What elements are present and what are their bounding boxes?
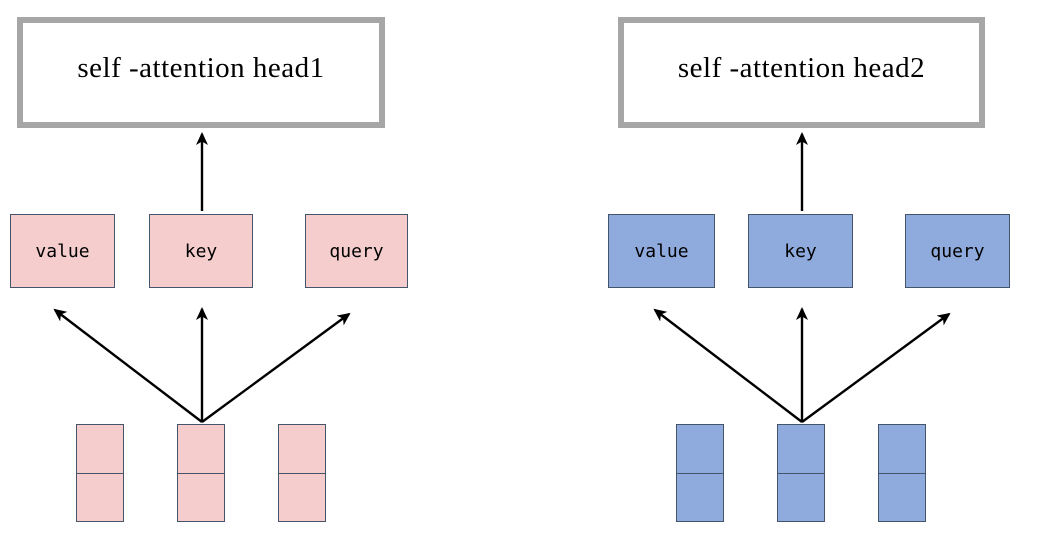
head1-box: self -attention head1 (17, 17, 385, 128)
head2-query-box: query (905, 214, 1010, 288)
head2-token-column-1 (676, 424, 724, 522)
token-cell (77, 425, 123, 473)
token-cell (677, 425, 723, 473)
head1-query-box: query (305, 214, 408, 288)
token-cell (77, 473, 123, 521)
head2-value-box: value (608, 214, 715, 288)
head1-value-label: value (35, 240, 90, 262)
head2-title: self -attention head2 (677, 52, 926, 84)
head1-title: self -attention head1 (77, 52, 325, 84)
head1-token-column-2 (177, 424, 225, 522)
token-cell (879, 425, 925, 473)
arrow-tokens2-to-value2 (653, 308, 803, 423)
head2-box: self -attention head2 (618, 17, 985, 128)
token-cell (178, 473, 224, 521)
head1-key-box: key (149, 214, 253, 288)
token-cell (778, 473, 824, 521)
head2-token-column-2 (777, 424, 825, 522)
head2-query-label: query (930, 240, 985, 262)
token-cell (879, 473, 925, 521)
token-cell (778, 425, 824, 473)
arrow-tokens2-to-query2 (801, 312, 951, 423)
head2-key-box: key (748, 214, 853, 288)
head2-token-column-3 (878, 424, 926, 522)
head1-token-column-3 (278, 424, 326, 522)
arrow-tokens1-to-value1 (53, 308, 203, 423)
head2-value-label: value (634, 240, 689, 262)
head1-key-label: key (184, 240, 218, 262)
head2-key-label: key (784, 240, 817, 262)
head1-token-column-1 (76, 424, 124, 522)
token-cell (677, 473, 723, 521)
head1-value-box: value (10, 214, 115, 288)
head1-query-label: query (329, 240, 384, 262)
arrow-tokens1-to-query1 (201, 312, 351, 423)
token-cell (178, 425, 224, 473)
token-cell (279, 473, 325, 521)
token-cell (279, 425, 325, 473)
